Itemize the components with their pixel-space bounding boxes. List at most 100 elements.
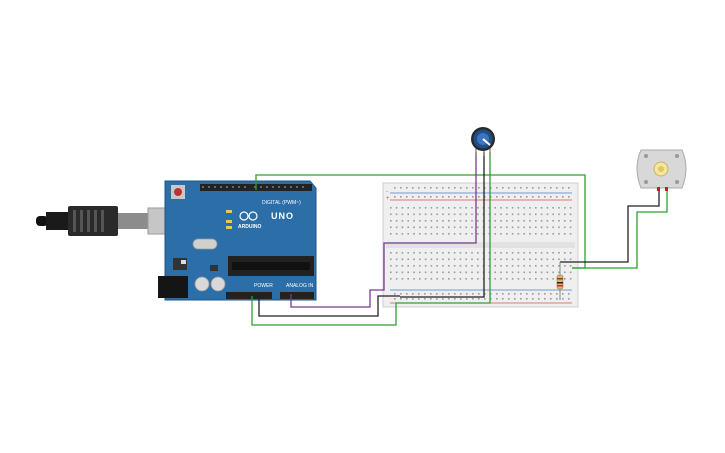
breadboard-hole — [472, 293, 474, 295]
breadboard-hole — [436, 213, 438, 216]
capacitor-2 — [210, 276, 226, 292]
breadboard-hole — [506, 213, 508, 216]
model-label: UNO — [271, 211, 294, 221]
breadboard-hole — [448, 207, 450, 209]
breadboard-hole — [390, 226, 392, 229]
breadboard-hole — [500, 271, 502, 274]
breadboard-hole — [453, 258, 456, 261]
breadboard-hole — [552, 207, 554, 209]
breadboard-hole — [517, 278, 520, 280]
breadboard-hole — [494, 220, 496, 222]
breadboard-hole — [442, 226, 444, 229]
breadboard-hole — [546, 265, 549, 267]
center-channel — [386, 242, 575, 248]
breadboard-hole — [472, 187, 474, 189]
wire-purple-pot — [290, 152, 477, 308]
breadboard-hole — [448, 233, 450, 235]
breadboard-hole — [569, 258, 572, 261]
breadboard-hole — [407, 278, 409, 280]
breadboard-hole — [552, 258, 554, 261]
led-rx — [226, 226, 232, 229]
breadboard-hole — [564, 258, 566, 261]
breadboard-hole — [546, 278, 549, 280]
breadboard-hole — [424, 265, 427, 267]
breadboard-hole — [465, 278, 467, 280]
breadboard-hole — [436, 265, 438, 267]
breadboard-hole — [419, 278, 421, 280]
breadboard-hole — [569, 220, 572, 222]
breadboard-hole — [511, 233, 514, 235]
breadboard-hole — [500, 220, 502, 222]
breadboard-hole — [424, 220, 427, 222]
breadboard-hole — [453, 271, 456, 274]
power-label: POWER — [254, 283, 273, 289]
breadboard-hole — [535, 271, 537, 274]
breadboard-hole — [500, 252, 502, 254]
breadboard-hole — [407, 258, 409, 261]
breadboard-hole — [564, 220, 566, 222]
breadboard-hole — [511, 271, 514, 274]
breadboard-hole — [540, 278, 543, 280]
breadboard-hole — [506, 252, 508, 254]
breadboard-hole — [453, 252, 456, 254]
breadboard-hole — [514, 298, 516, 300]
breadboard-hole — [413, 207, 415, 209]
breadboard-hole — [460, 196, 462, 198]
breadboard-hole — [526, 298, 528, 300]
breadboard-hole — [523, 220, 525, 222]
breadboard-hole — [466, 293, 468, 295]
potentiometer-icon[interactable] — [471, 127, 495, 156]
breadboard-hole — [546, 271, 549, 274]
wire-green-pot — [400, 152, 491, 304]
breadboard-hole — [471, 220, 473, 222]
breadboard-hole — [401, 213, 404, 216]
breadboard-hole — [546, 233, 549, 235]
breadboard-hole — [535, 278, 537, 280]
breadboard-hole — [477, 258, 479, 261]
breadboard-hole — [556, 298, 558, 300]
breadboard-hole — [506, 258, 508, 261]
breadboard-hole — [407, 252, 409, 254]
dc-motor-icon[interactable] — [636, 149, 687, 191]
breadboard-hole — [442, 213, 444, 216]
breadboard-hole — [569, 252, 572, 254]
breadboard-hole — [400, 298, 402, 300]
breadboard-hole — [558, 207, 560, 209]
breadboard-hole — [424, 196, 426, 198]
breadboard-hole — [546, 207, 549, 209]
breadboard-hole — [459, 213, 462, 216]
resistor-icon[interactable] — [556, 262, 564, 300]
breadboard-hole — [430, 226, 433, 229]
breadboard-hole — [558, 271, 560, 274]
breadboard-hole — [465, 265, 467, 267]
arduino-uno-board[interactable]: DIGITAL (PWM~) ARDUINO UNO POWER ANALOG — [158, 180, 317, 301]
breadboard-hole — [506, 265, 508, 267]
breadboard-hole — [430, 278, 433, 280]
breadboard-hole — [490, 293, 492, 295]
breadboard-hole — [419, 207, 421, 209]
usb-cable-icon[interactable] — [36, 206, 187, 236]
breadboard-hole — [562, 298, 564, 300]
breadboard-hole — [448, 252, 450, 254]
breadboard-hole — [390, 213, 392, 216]
dc-power-jack[interactable] — [158, 276, 188, 298]
breadboard-hole — [540, 258, 543, 261]
power-header — [226, 292, 272, 299]
breadboard-hole — [552, 226, 554, 229]
breadboard-hole — [477, 271, 479, 274]
breadboard-hole — [436, 252, 438, 254]
breadboard-hole — [477, 278, 479, 280]
breadboard-hole — [459, 220, 462, 222]
breadboard-hole — [494, 226, 496, 229]
breadboard-hole — [564, 226, 566, 229]
breadboard[interactable]: + - — [382, 182, 579, 308]
breadboard-hole — [564, 213, 566, 216]
breadboard-hole — [471, 265, 473, 267]
breadboard-hole — [558, 265, 560, 267]
breadboard-hole — [520, 293, 522, 295]
breadboard-hole — [552, 233, 554, 235]
breadboard-hole — [564, 265, 566, 267]
breadboard-hole — [454, 187, 456, 189]
breadboard-hole — [511, 265, 514, 267]
breadboard-hole — [419, 252, 421, 254]
